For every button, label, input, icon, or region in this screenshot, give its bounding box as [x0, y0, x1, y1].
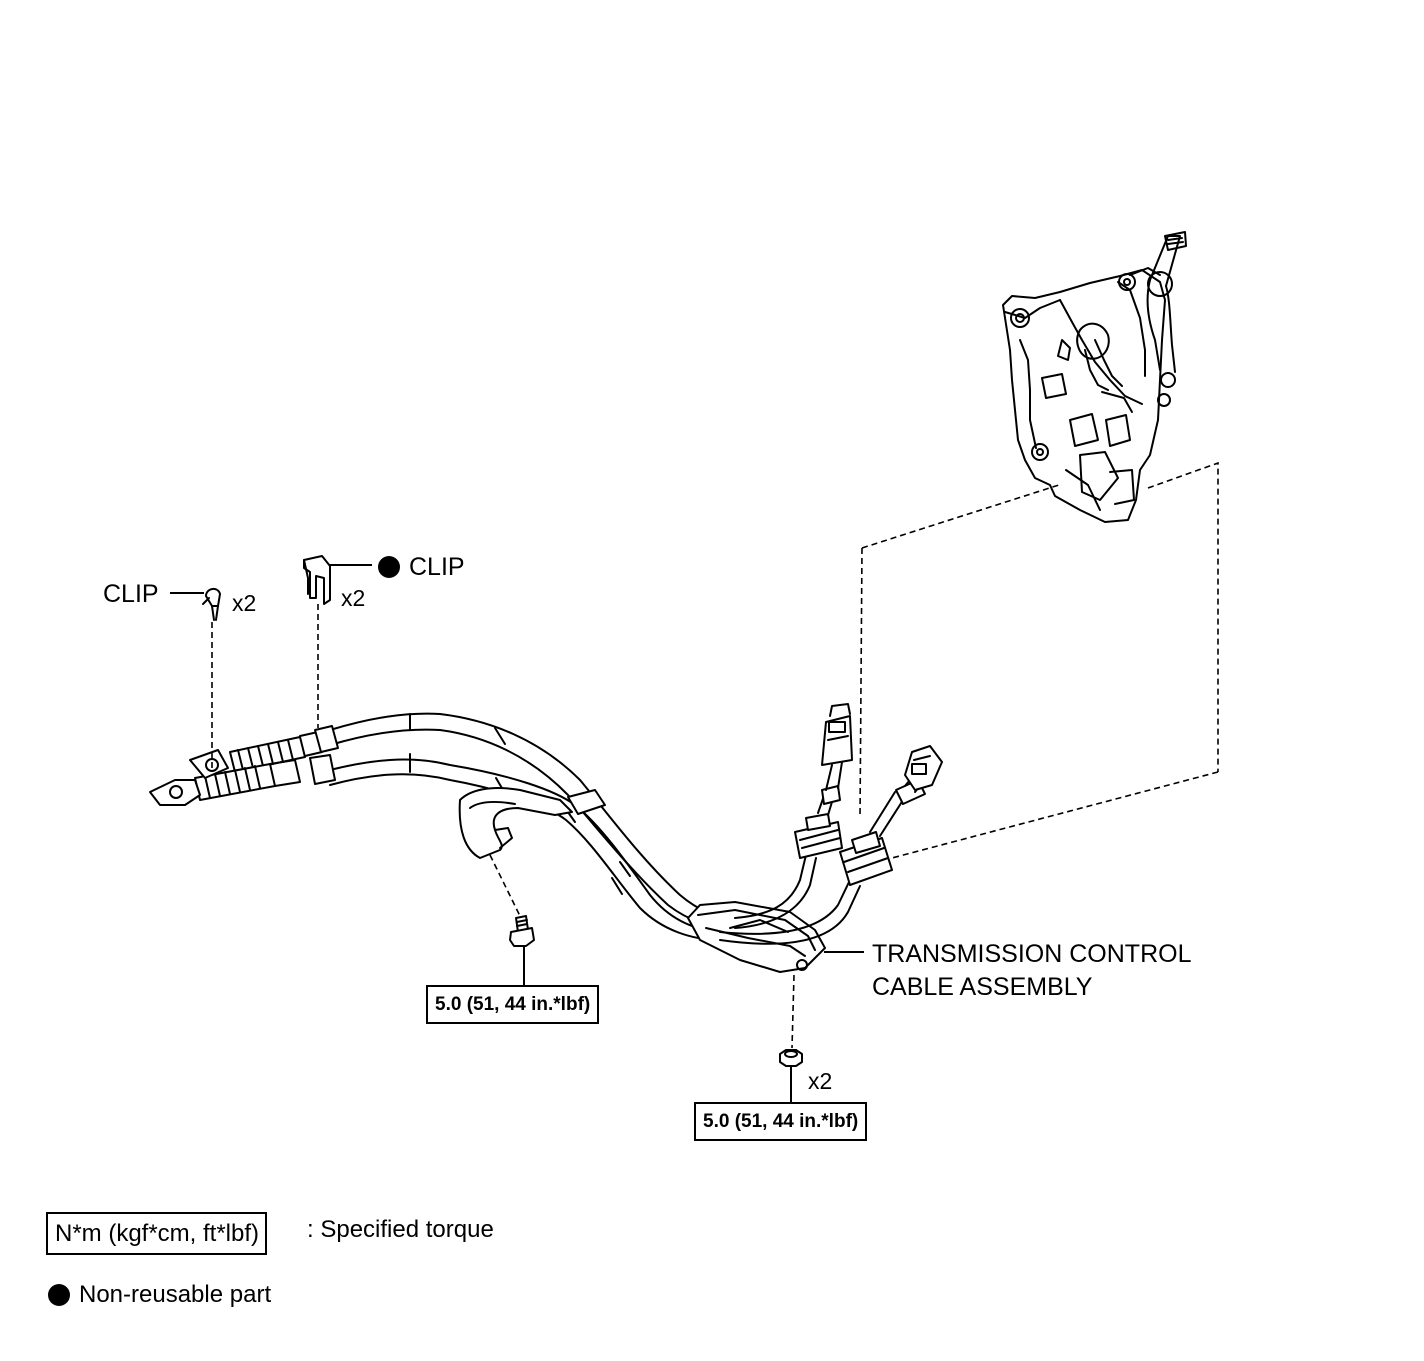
nut-part: [779, 1049, 803, 1067]
filled-circle-icon: [48, 1284, 70, 1306]
clip-left-qty: x2: [232, 590, 257, 616]
nut-qty: x2: [808, 1068, 833, 1094]
legend-nonreusable: Non-reusable part: [79, 1281, 272, 1308]
bolt-part: [509, 915, 535, 947]
clip-u-part: [303, 555, 331, 605]
clip-right-label: CLIP: [409, 553, 465, 581]
assembly-label-line1: TRANSMISSION CONTROL: [872, 940, 1192, 968]
bolt-torque-spec: 5.0 (51, 44 in.*lbf): [426, 985, 600, 1024]
shift-lever-assembly: [1002, 231, 1187, 523]
assembly-label-line2: CABLE ASSEMBLY: [872, 973, 1093, 1001]
assembly-guide-lines: [211, 461, 1219, 1049]
clip-left-label: CLIP: [103, 580, 159, 608]
filled-circle-icon: [378, 556, 400, 578]
legend-torque-desc: : Specified torque: [307, 1216, 494, 1243]
clip-right-qty: x2: [341, 585, 366, 611]
leader-lines: [170, 564, 864, 1102]
transmission-control-cable-assembly: [149, 703, 943, 973]
clip-pin-part: [202, 588, 221, 621]
nut-torque-spec: 5.0 (51, 44 in.*lbf): [694, 1102, 868, 1141]
legend-torque-unit: N*m (kgf*cm, ft*lbf): [46, 1212, 268, 1255]
